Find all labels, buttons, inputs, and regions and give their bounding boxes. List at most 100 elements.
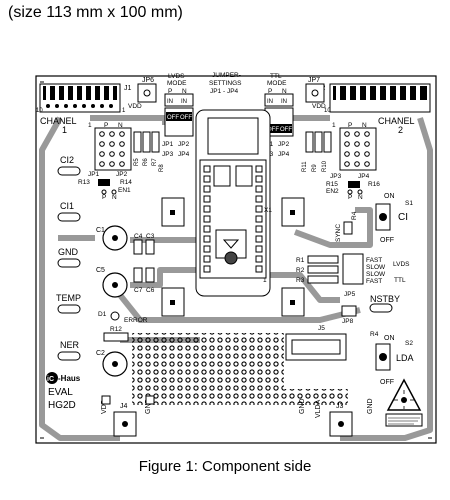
board-outline bbox=[35, 75, 437, 444]
size-note: (size 113 mm x 100 mm) bbox=[8, 4, 183, 21]
board-label: C3 bbox=[146, 233, 155, 240]
board-label: GND bbox=[145, 398, 152, 414]
board-label: C6 bbox=[146, 287, 155, 294]
j1-label: J1 bbox=[124, 85, 132, 92]
board-label: OFF bbox=[380, 379, 394, 386]
board-label: R9 bbox=[312, 164, 318, 172]
board-label: 1 bbox=[263, 277, 267, 284]
chanel1-number: 1 bbox=[62, 125, 67, 135]
board-label: SLOW bbox=[366, 271, 386, 278]
board-label: IN bbox=[181, 99, 187, 105]
board-label: D1 bbox=[98, 311, 107, 318]
jumper-title-c: JP1 - JP4 bbox=[210, 88, 239, 95]
board-label: N bbox=[362, 122, 367, 129]
board-label: ON bbox=[384, 335, 395, 342]
board-label: 1 bbox=[88, 122, 92, 129]
lvds-mode-title-b: MODE bbox=[167, 80, 187, 87]
lvds-n: N bbox=[182, 88, 187, 95]
chanel2-number: 2 bbox=[398, 125, 403, 135]
board-label: GND bbox=[299, 398, 306, 414]
figure-caption: Figure 1: Component side bbox=[138, 458, 312, 475]
tp-ci2: CI2 bbox=[60, 155, 74, 165]
board-label: 1 bbox=[332, 122, 336, 129]
board-label: R6 bbox=[143, 158, 149, 166]
board-label: R4 bbox=[370, 331, 379, 338]
board-label: R14 bbox=[120, 179, 132, 186]
lvds-mode-title-a: LVDS bbox=[168, 73, 185, 80]
board-label: ERROR bbox=[124, 317, 148, 324]
board-label: R15 bbox=[326, 181, 338, 188]
board-label: R12 bbox=[110, 326, 122, 333]
board-label: S1 bbox=[405, 200, 413, 207]
board-label: OFF bbox=[280, 127, 292, 133]
jumper-title-a: JUMPER- bbox=[212, 72, 241, 79]
board-label: EN1 bbox=[118, 187, 131, 194]
board-label: R13 bbox=[78, 179, 90, 186]
chanel2-label: CHANEL bbox=[378, 116, 415, 126]
board-label: R10 bbox=[322, 160, 328, 172]
board-label: VLDA bbox=[315, 399, 322, 418]
jp7-label: JP7 bbox=[308, 77, 320, 84]
board-label: FAST bbox=[366, 278, 382, 285]
prototype-field-bottom bbox=[132, 389, 348, 405]
board-label: C2 bbox=[96, 350, 105, 357]
module-x1 bbox=[195, 109, 271, 297]
board-label: P bbox=[104, 122, 108, 129]
jp6-label: JP6 bbox=[142, 77, 154, 84]
board-label: OFF bbox=[267, 127, 279, 133]
tp-gnd: GND bbox=[58, 247, 79, 257]
board-label: R4 bbox=[351, 211, 358, 220]
pin10-left: 10 bbox=[36, 108, 43, 114]
board-label: J4 bbox=[120, 403, 128, 410]
board-label: N bbox=[358, 194, 363, 201]
board-label: C7 bbox=[134, 287, 143, 294]
board-label: SYNC bbox=[335, 224, 342, 242]
board-label: JP8 bbox=[342, 318, 354, 325]
board-label: P bbox=[348, 122, 352, 129]
board-label: C4 bbox=[134, 233, 143, 240]
board-label: JP2 bbox=[278, 141, 290, 148]
board-label: iC bbox=[47, 376, 54, 383]
board-label: JP3 bbox=[330, 173, 342, 180]
board-label: IN bbox=[167, 99, 173, 105]
board-label: P bbox=[102, 194, 106, 201]
board-label: OFF bbox=[380, 237, 394, 244]
board-label: JP4 bbox=[358, 173, 370, 180]
vdd-left: VDD bbox=[128, 103, 142, 110]
board-label: P bbox=[348, 194, 352, 201]
right-channel-header bbox=[339, 127, 377, 171]
board-label: ON bbox=[384, 193, 395, 200]
part-label: HG2D bbox=[48, 400, 76, 411]
eval-label: EVAL bbox=[48, 387, 73, 398]
board-label: TTL bbox=[394, 277, 406, 284]
vdd-right: VDD bbox=[312, 103, 326, 110]
tp-ci1: CI1 bbox=[60, 201, 74, 211]
board-label: R3 bbox=[296, 277, 305, 284]
board-label: R1 bbox=[296, 257, 305, 264]
board-label: JP1 bbox=[162, 141, 174, 148]
board-label: JP3 bbox=[162, 151, 174, 158]
lvds-p: P bbox=[168, 88, 172, 95]
tp-ner: NER bbox=[60, 340, 80, 350]
laser-warning-icon bbox=[386, 378, 422, 411]
chanel1-label: CHANEL bbox=[40, 116, 77, 126]
connector-j1 bbox=[39, 83, 121, 113]
board-label: JP2 bbox=[116, 171, 128, 178]
board-label: JP4 bbox=[278, 151, 290, 158]
board-label: FAST bbox=[366, 257, 382, 264]
board-label: X1 bbox=[264, 207, 272, 214]
board-label: GND bbox=[367, 398, 374, 414]
board-label: JP4 bbox=[178, 151, 190, 158]
board-label: JP2 bbox=[178, 141, 190, 148]
board-label: CI bbox=[398, 212, 408, 223]
board-label: N bbox=[112, 194, 117, 201]
board-label: R16 bbox=[368, 181, 380, 188]
ttl-mode-title-a: TTL bbox=[270, 73, 282, 80]
board-label: JP1 bbox=[88, 171, 100, 178]
board-label: OFF bbox=[167, 115, 179, 121]
left-channel-header bbox=[94, 127, 132, 171]
tp-temp: TEMP bbox=[56, 293, 81, 303]
jp7-header bbox=[305, 83, 325, 103]
pin10-right: 10 bbox=[324, 108, 331, 114]
